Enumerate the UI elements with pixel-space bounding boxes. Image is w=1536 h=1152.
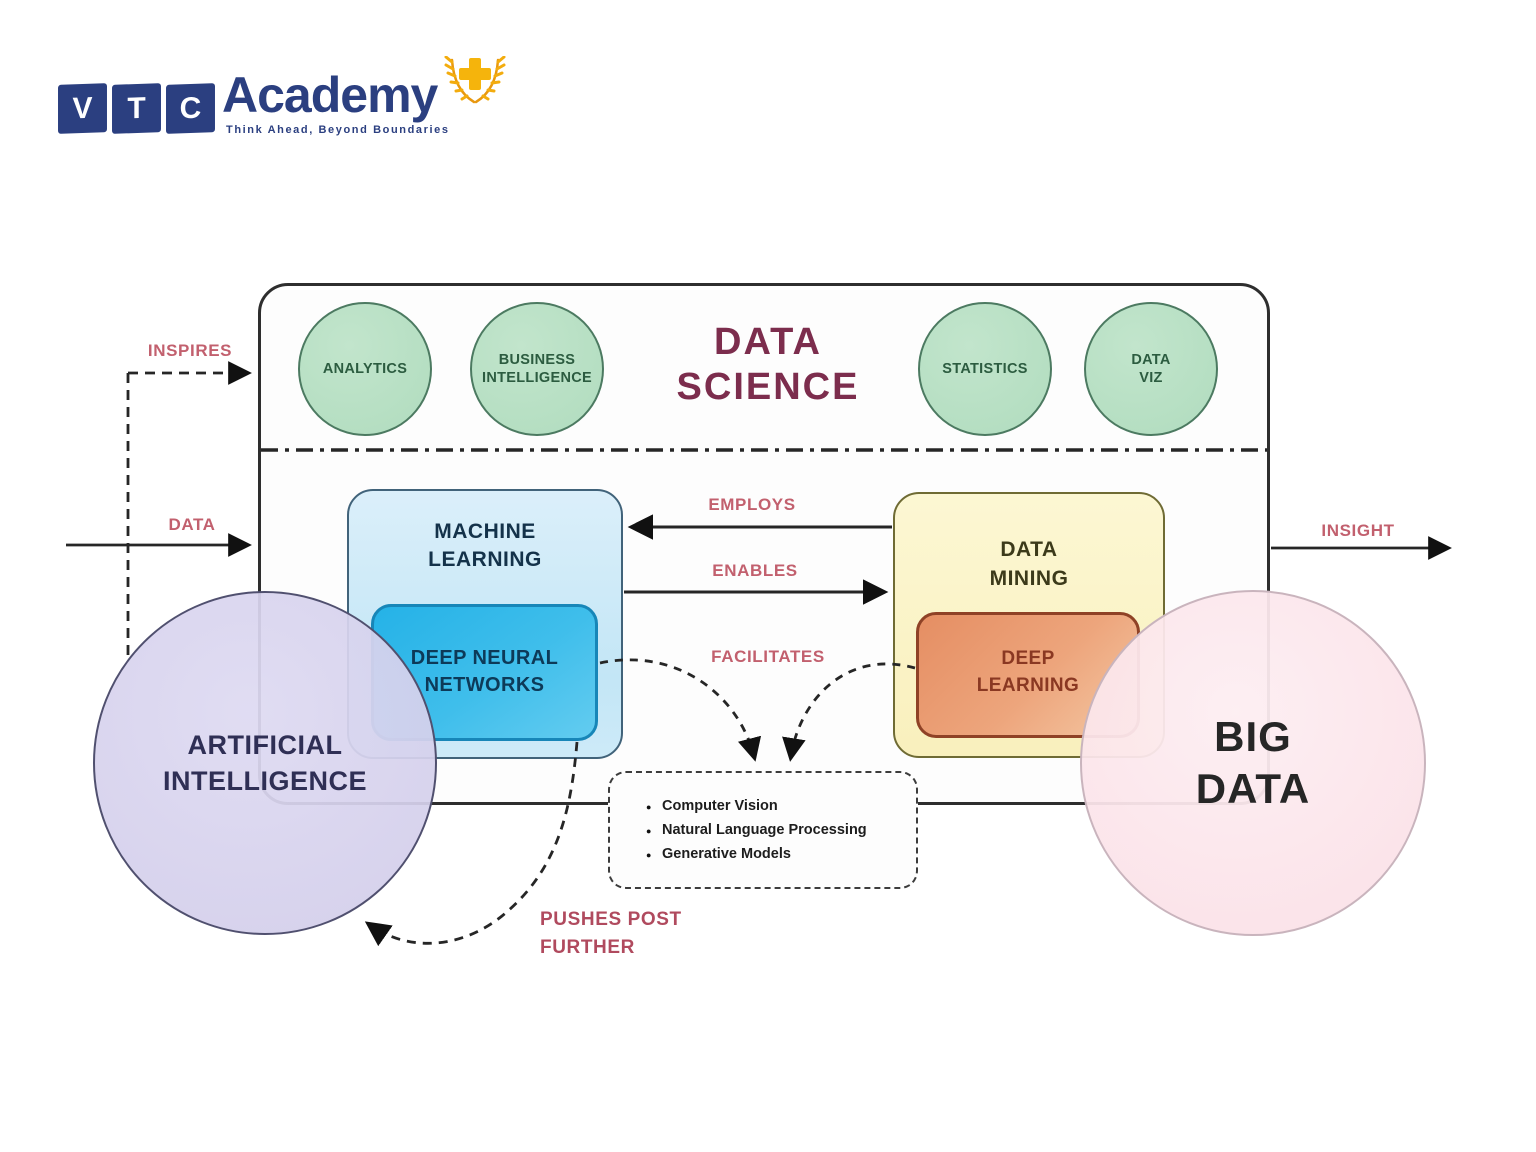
logo-letter-box-c: C bbox=[166, 83, 215, 134]
application-item: Computer Vision bbox=[646, 794, 867, 819]
logo-letter-v: V bbox=[72, 91, 93, 125]
enables-label: ENABLES bbox=[712, 561, 798, 580]
node-analytics: ANALYTICS bbox=[298, 302, 432, 436]
node-statistics: STATISTICS bbox=[918, 302, 1052, 436]
logo-letter-c: C bbox=[179, 91, 202, 125]
big-data-label: BIG DATA bbox=[1195, 713, 1311, 812]
pushes-post-further-label: PUSHES POST FURTHER bbox=[540, 909, 682, 958]
logo-letter-box-t: T bbox=[112, 83, 161, 134]
applications-box: Computer Vision Natural Language Process… bbox=[608, 771, 918, 889]
data-mining-label: DATA MINING bbox=[989, 538, 1069, 590]
laurel-plus-icon bbox=[444, 56, 506, 104]
node-business-intelligence: BUSINESS INTELLIGENCE bbox=[470, 302, 604, 436]
logo-letter-box-v: V bbox=[58, 83, 107, 134]
vtc-academy-logo: V T C Academy Think Ahead, Beyond Bounda… bbox=[58, 56, 518, 150]
node-big-data: BIG DATA bbox=[1080, 590, 1426, 936]
data-viz-label: DATA VIZ bbox=[1131, 352, 1171, 386]
applications-list: Computer Vision Natural Language Process… bbox=[610, 794, 867, 867]
data-science-title: DATA SCIENCE bbox=[676, 321, 860, 408]
data-label: DATA bbox=[168, 515, 216, 534]
machine-learning-label: MACHINE LEARNING bbox=[428, 520, 542, 571]
node-artificial-intelligence: ARTIFICIAL INTELLIGENCE bbox=[93, 591, 437, 935]
inspires-label: INSPIRES bbox=[147, 341, 233, 360]
node-data-viz: DATA VIZ bbox=[1084, 302, 1218, 436]
logo-brand-text: Academy bbox=[222, 67, 438, 123]
logo-letter-t: T bbox=[127, 91, 146, 125]
application-item: Generative Models bbox=[646, 842, 867, 867]
business-intelligence-label: BUSINESS INTELLIGENCE bbox=[482, 352, 592, 386]
deep-neural-networks-label: DEEP NEURAL NETWORKS bbox=[410, 647, 559, 696]
facilitates-label: FACILITATES bbox=[711, 647, 825, 666]
application-item: Natural Language Processing bbox=[646, 818, 867, 843]
logo-tagline: Think Ahead, Beyond Boundaries bbox=[226, 124, 450, 136]
insight-label: INSIGHT bbox=[1321, 521, 1395, 540]
artificial-intelligence-label: ARTIFICIAL INTELLIGENCE bbox=[162, 730, 367, 796]
deep-learning-label: DEEP LEARNING bbox=[976, 648, 1080, 696]
analytics-label: ANALYTICS bbox=[322, 361, 408, 377]
statistics-label: STATISTICS bbox=[942, 361, 1028, 377]
employs-label: EMPLOYS bbox=[708, 495, 796, 514]
